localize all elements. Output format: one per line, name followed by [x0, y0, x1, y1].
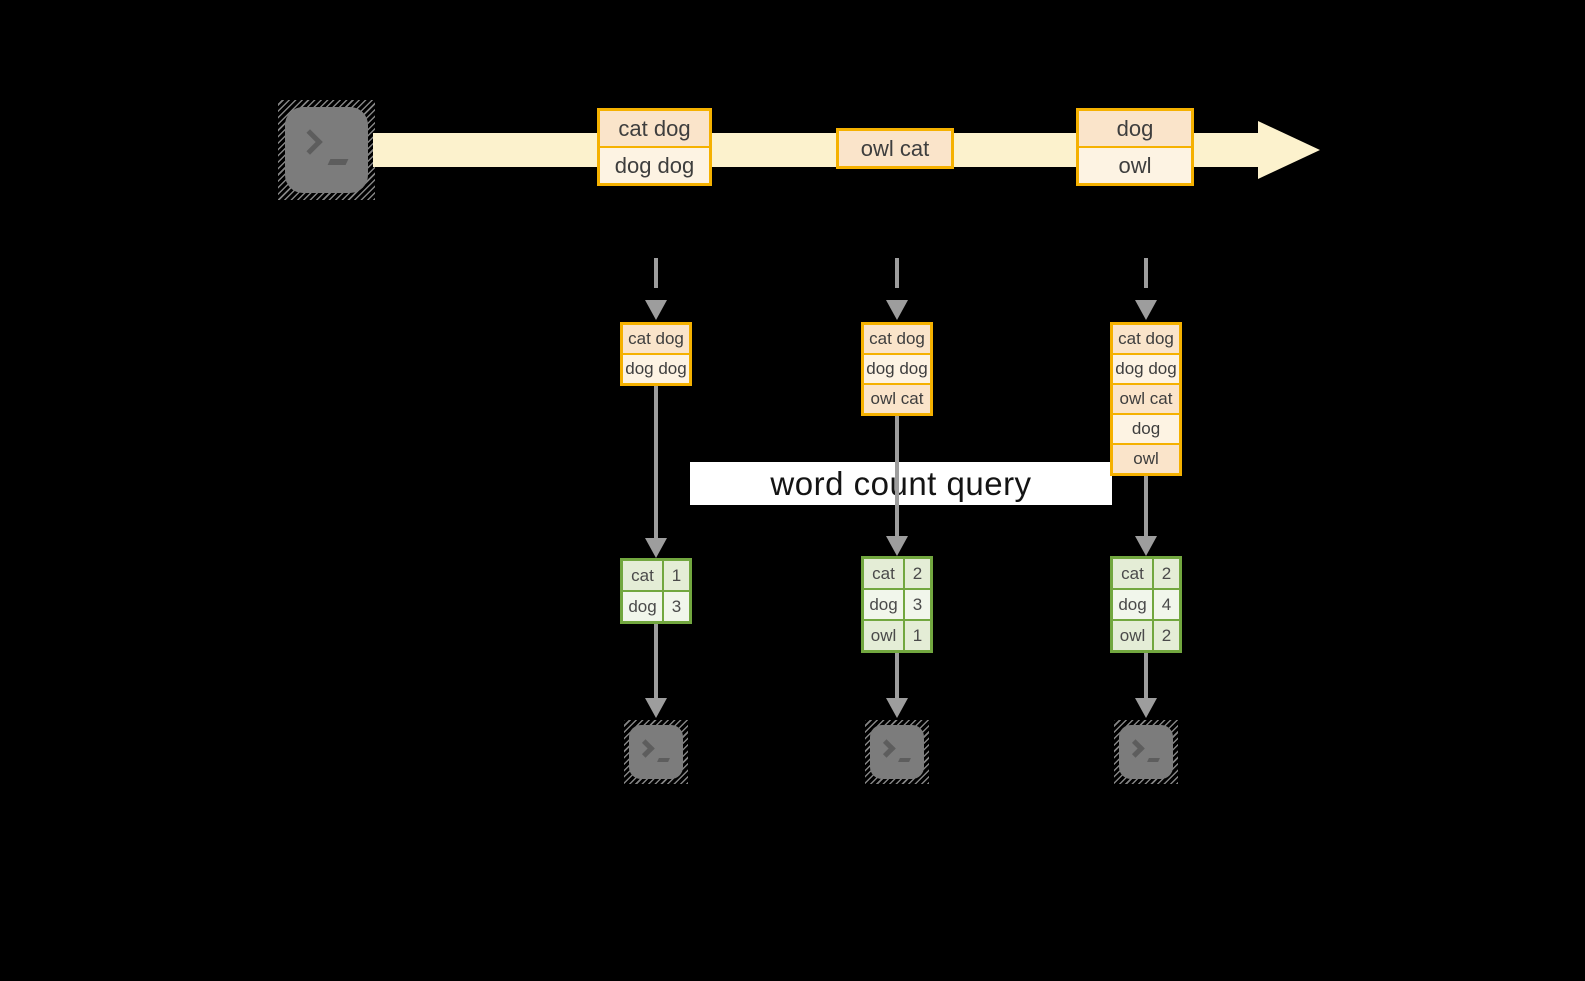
count-word-cell: cat: [1113, 559, 1152, 588]
query-arrow-head-icon: [886, 536, 908, 556]
count-value-cell: 2: [905, 559, 930, 588]
count-value-cell: 3: [905, 590, 930, 619]
query-arrow-head-icon: [645, 538, 667, 558]
sink-terminal-icon: [624, 720, 688, 784]
query-arrow-line: [895, 413, 899, 536]
count-table-2: cat 2 dog 3 owl 1: [861, 556, 933, 653]
event-record: dog: [1079, 111, 1191, 146]
event-stack-1: cat dog dog dog: [620, 322, 692, 386]
query-label: word count query: [690, 462, 1112, 505]
count-value-cell: 3: [664, 592, 689, 621]
event-stack-3: cat dog dog dog owl cat dog owl: [1110, 322, 1182, 476]
prompt-cursor-icon: [1147, 758, 1160, 762]
event-record: owl cat: [1113, 385, 1179, 413]
event-record: cat dog: [600, 111, 709, 146]
event-record: cat dog: [864, 325, 930, 353]
stream-event-group-2: owl cat: [836, 128, 954, 169]
output-arrow-line: [1144, 653, 1148, 698]
prompt-chevron-icon: [1126, 739, 1145, 758]
event-stack-2: cat dog dog dog owl cat: [861, 322, 933, 416]
count-word-cell: dog: [1113, 590, 1152, 619]
dispatch-arrow-dash: [654, 258, 658, 288]
event-record: owl: [1079, 148, 1191, 183]
event-record: dog dog: [600, 148, 709, 183]
count-value-cell: 4: [1154, 590, 1179, 619]
prompt-chevron-icon: [297, 129, 323, 155]
output-arrow-head-icon: [886, 698, 908, 718]
output-arrow-line: [654, 624, 658, 698]
dispatch-arrow-head-icon: [886, 300, 908, 320]
count-table-3: cat 2 dog 4 owl 2: [1110, 556, 1182, 653]
event-record: owl: [1113, 445, 1179, 473]
query-arrow-line: [654, 384, 658, 538]
sink-terminal-icon: [1114, 720, 1178, 784]
query-arrow-head-icon: [1135, 536, 1157, 556]
dispatch-arrow-head-icon: [645, 300, 667, 320]
output-arrow-head-icon: [1135, 698, 1157, 718]
terminal-screen: [285, 107, 368, 193]
count-word-cell: owl: [1113, 621, 1152, 650]
stream-event-group-1: cat dog dog dog: [597, 108, 712, 186]
prompt-chevron-icon: [636, 739, 655, 758]
prompt-cursor-icon: [657, 758, 670, 762]
count-value-cell: 1: [664, 561, 689, 590]
event-record: owl cat: [839, 131, 951, 166]
count-value-cell: 2: [1154, 559, 1179, 588]
dispatch-arrow-dash: [1144, 258, 1148, 288]
event-record: dog: [1113, 415, 1179, 443]
source-terminal-icon: [278, 100, 375, 200]
count-word-cell: cat: [623, 561, 662, 590]
count-word-cell: cat: [864, 559, 903, 588]
output-arrow-line: [895, 653, 899, 698]
prompt-cursor-icon: [898, 758, 911, 762]
terminal-screen: [870, 725, 924, 779]
terminal-screen: [629, 725, 683, 779]
count-value-cell: 1: [905, 621, 930, 650]
count-word-cell: dog: [623, 592, 662, 621]
count-table-1: cat 1 dog 3: [620, 558, 692, 624]
terminal-screen: [1119, 725, 1173, 779]
prompt-chevron-icon: [877, 739, 896, 758]
event-record: cat dog: [623, 325, 689, 353]
sink-terminal-icon: [865, 720, 929, 784]
dispatch-arrow-head-icon: [1135, 300, 1157, 320]
count-word-cell: dog: [864, 590, 903, 619]
event-record: dog dog: [864, 355, 930, 383]
event-record: cat dog: [1113, 325, 1179, 353]
stream-event-group-3: dog owl: [1076, 108, 1194, 186]
event-record: dog dog: [1113, 355, 1179, 383]
count-word-cell: owl: [864, 621, 903, 650]
count-value-cell: 2: [1154, 621, 1179, 650]
output-arrow-head-icon: [645, 698, 667, 718]
prompt-cursor-icon: [327, 159, 349, 165]
dispatch-arrow-dash: [895, 258, 899, 288]
event-record: dog dog: [623, 355, 689, 383]
query-arrow-line: [1144, 476, 1148, 536]
stream-arrow-head-icon: [1258, 121, 1320, 179]
event-record: owl cat: [864, 385, 930, 413]
